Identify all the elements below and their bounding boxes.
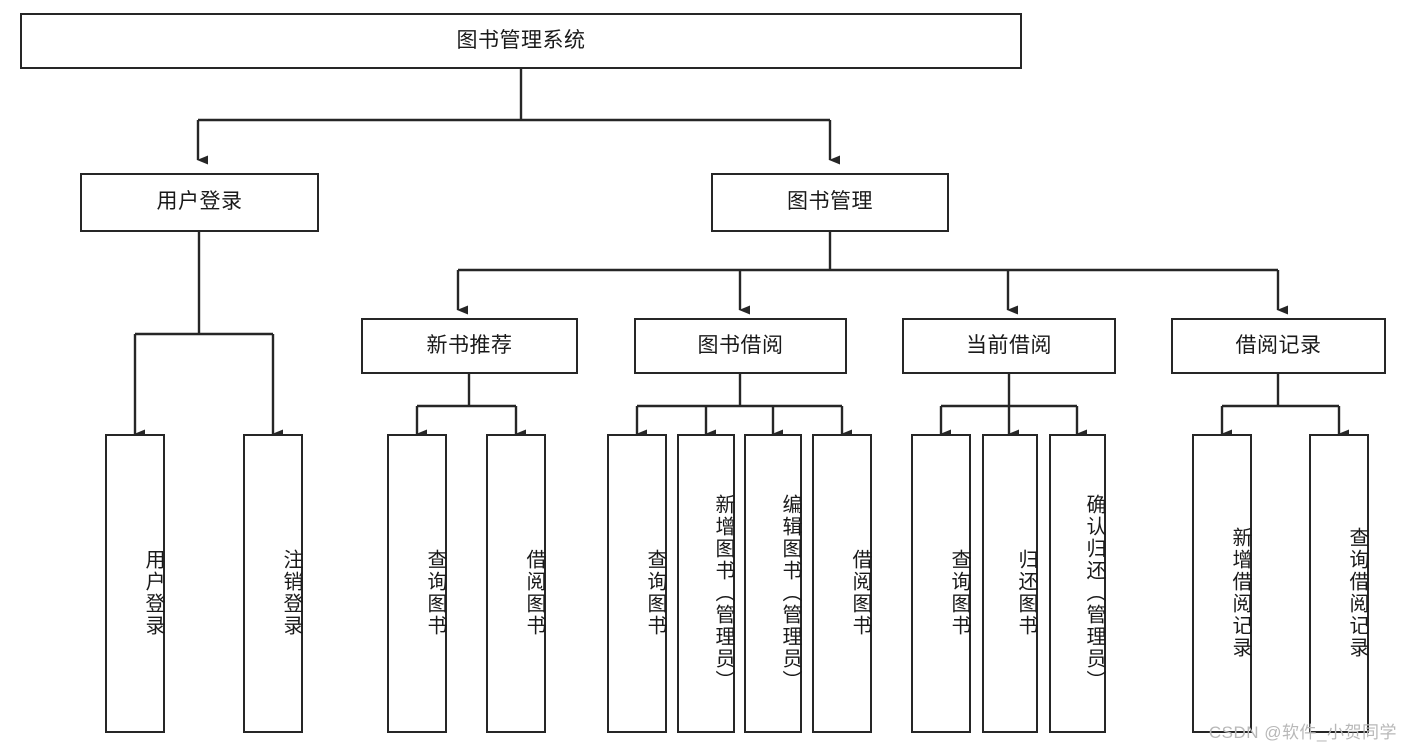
node-leaf-return-book[interactable]: 归还图书 [982, 434, 1038, 733]
node-label: 图书管理 [787, 190, 873, 214]
node-user-login[interactable]: 用户登录 [80, 173, 319, 232]
node-leaf-query-book-borrow[interactable]: 查询图书 [607, 434, 667, 733]
node-label: 用户登录 [142, 548, 164, 637]
node-label: 新书推荐 [426, 333, 513, 357]
node-label: 图书借阅 [697, 333, 784, 357]
node-label: 当前借阅 [966, 333, 1052, 357]
node-leaf-user-login[interactable]: 用户登录 [105, 434, 165, 733]
node-new-book-recommend[interactable]: 新书推荐 [361, 318, 578, 374]
node-leaf-logout[interactable]: 注销登录 [243, 434, 303, 733]
node-leaf-add-book-admin[interactable]: 新增图书（管理员） [677, 434, 735, 733]
node-leaf-confirm-return-admin[interactable]: 确认归还（管理员） [1049, 434, 1106, 733]
node-leaf-query-book-current[interactable]: 查询图书 [911, 434, 971, 733]
watermark: CSDN @软件_小贺同学 [1208, 723, 1397, 742]
node-root-book-management-system[interactable]: 图书管理系统 [20, 13, 1022, 69]
node-leaf-borrow-book-recommend[interactable]: 借阅图书 [486, 434, 546, 733]
node-borrow-record[interactable]: 借阅记录 [1171, 318, 1386, 374]
node-leaf-edit-book-admin[interactable]: 编辑图书（管理员） [744, 434, 802, 733]
node-label: 确认归还（管理员） [1083, 493, 1105, 692]
node-label: 查询借阅记录 [1346, 526, 1368, 659]
node-leaf-query-borrow-record[interactable]: 查询借阅记录 [1309, 434, 1369, 733]
node-label: 查询图书 [644, 548, 666, 637]
node-label: 查询图书 [948, 548, 970, 637]
node-label: 归还图书 [1015, 548, 1037, 637]
node-label: 新增图书（管理员） [712, 493, 734, 692]
node-book-borrow[interactable]: 图书借阅 [634, 318, 847, 374]
node-label: 借阅记录 [1235, 333, 1322, 357]
node-current-borrow[interactable]: 当前借阅 [902, 318, 1116, 374]
node-label: 注销登录 [280, 548, 302, 637]
node-label: 查询图书 [424, 548, 446, 637]
node-leaf-borrow-book[interactable]: 借阅图书 [812, 434, 872, 733]
node-label: 编辑图书（管理员） [779, 493, 801, 692]
node-label: 用户登录 [156, 190, 243, 214]
node-leaf-add-borrow-record[interactable]: 新增借阅记录 [1192, 434, 1252, 733]
node-book-management[interactable]: 图书管理 [711, 173, 949, 232]
node-label: 新增借阅记录 [1229, 526, 1251, 659]
node-label: 借阅图书 [849, 548, 871, 637]
node-leaf-query-book-recommend[interactable]: 查询图书 [387, 434, 447, 733]
node-label: 图书管理系统 [456, 28, 586, 52]
node-label: 借阅图书 [523, 548, 545, 637]
